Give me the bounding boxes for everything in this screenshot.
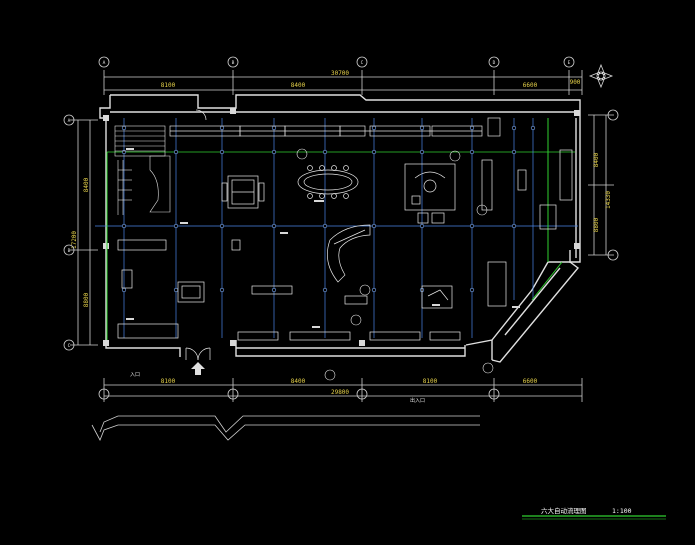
bottom-dim-3: 8100	[423, 378, 438, 385]
left-total-dim: 17200	[71, 231, 78, 249]
axis-label-b: B	[232, 60, 235, 66]
bottom-dimension-chain	[103, 378, 583, 402]
axis-label-c: C	[361, 60, 364, 66]
top-total-dim: 30700	[331, 70, 349, 77]
left-dimension-chain	[70, 119, 98, 346]
section-markers	[296, 148, 494, 381]
bottom-total-dim: 29800	[331, 389, 349, 396]
bottom-note: 出入口	[410, 397, 425, 404]
interior-labels	[126, 148, 520, 328]
site-outline	[91, 415, 480, 441]
right-dimension-chain	[588, 114, 614, 256]
bottom-dim-4: 6600	[523, 378, 538, 385]
top-dim-4: 900	[570, 79, 581, 86]
right-total-dim: 14330	[605, 191, 612, 209]
side-note: 入口	[130, 372, 140, 378]
green-guides	[106, 118, 563, 340]
right-dim-1: 8400	[593, 152, 600, 167]
axis-label-e: E	[568, 60, 571, 66]
top-axis-bubbles	[98, 56, 575, 68]
entrance-arrow-icon	[191, 362, 205, 375]
drawing-title: 六大自动流理图	[541, 506, 587, 515]
right-axis-bubbles	[607, 109, 619, 261]
staircase	[114, 125, 171, 215]
side-axis-label-a: A	[68, 118, 71, 124]
bottom-axis-bubbles	[98, 388, 500, 400]
right-dim-2: 8800	[593, 217, 600, 232]
axis-label-a: A	[103, 60, 106, 66]
top-dim-2: 8400	[291, 82, 306, 89]
left-dim-2: 8800	[83, 292, 90, 307]
top-dimension-chain	[103, 70, 583, 95]
left-dim-1: 8400	[83, 177, 90, 192]
furniture	[117, 109, 573, 361]
top-dim-3: 6600	[523, 82, 538, 89]
side-axis-label-b: B	[68, 248, 71, 254]
grid-nodes	[121, 125, 536, 293]
left-axis-bubbles	[63, 114, 75, 351]
top-dim-1: 8100	[161, 82, 176, 89]
axis-grid	[95, 118, 578, 338]
north-arrow-icon	[588, 63, 614, 89]
columns	[103, 108, 580, 346]
bottom-dim-2: 8400	[291, 378, 306, 385]
bottom-dim-1: 8100	[161, 378, 176, 385]
axis-label-d: D	[493, 60, 496, 66]
side-axis-label-c: C	[68, 343, 71, 349]
top-counters	[169, 117, 501, 137]
drawing-scale: 1:100	[612, 507, 632, 515]
